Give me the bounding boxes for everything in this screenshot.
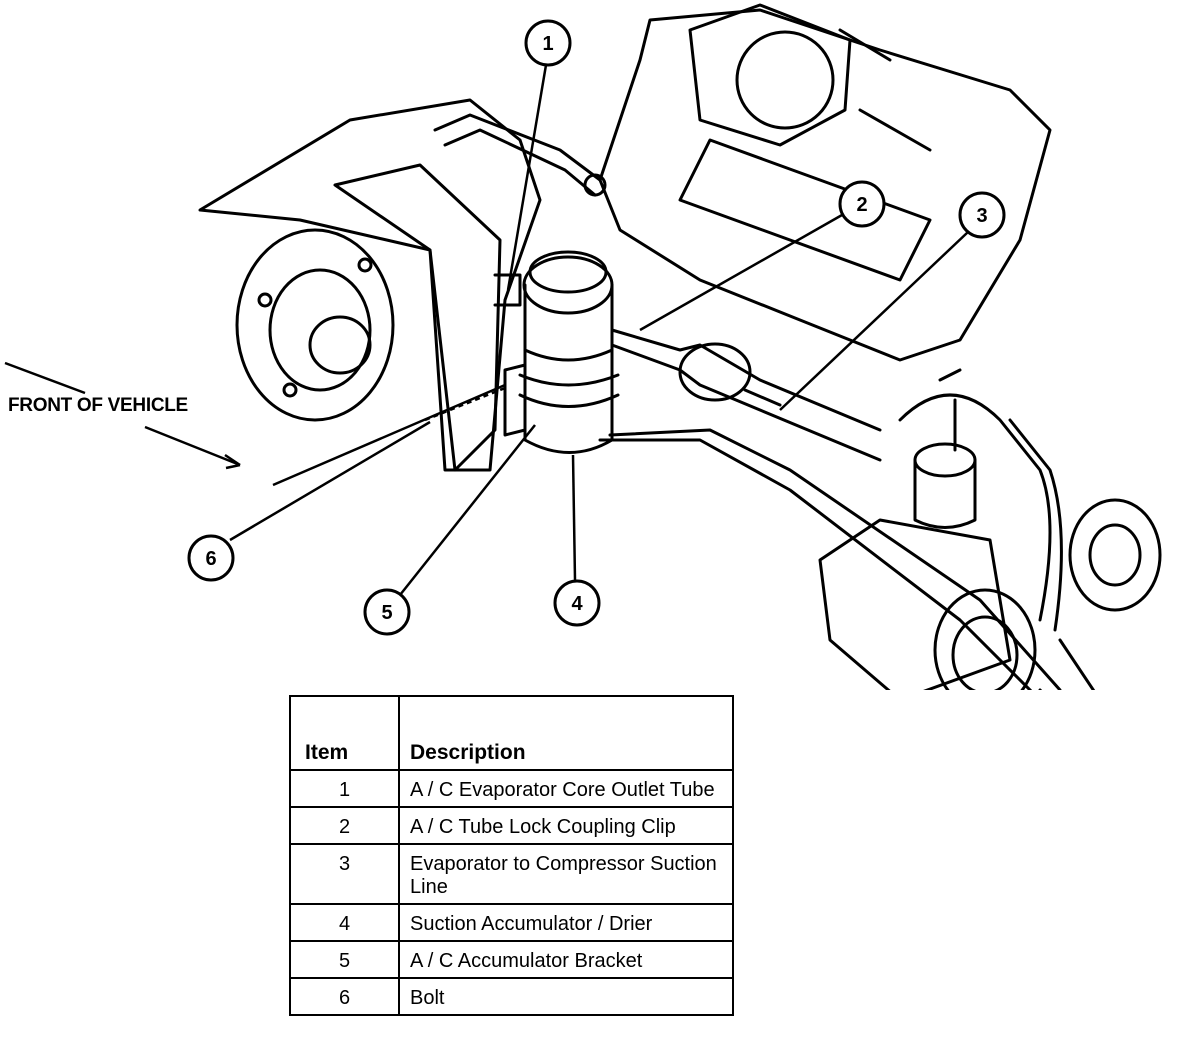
table-row: 1 A / C Evaporator Core Outlet Tube xyxy=(289,769,734,808)
item-number: 2 xyxy=(289,806,400,845)
item-description: Suction Accumulator / Drier xyxy=(398,903,734,942)
table-row: 6 Bolt xyxy=(289,977,734,1016)
table-row: 4 Suction Accumulator / Drier xyxy=(289,903,734,942)
callout-label-2: 2 xyxy=(856,194,867,216)
leader-2 xyxy=(639,213,843,332)
callout-circle-5 xyxy=(363,588,411,636)
front-of-vehicle-label: FRONT OF VEHICLE xyxy=(8,395,188,416)
leader-5 xyxy=(399,424,536,596)
callout-circle-4 xyxy=(553,579,601,627)
engine-block xyxy=(598,8,1052,362)
engine-diagram: 1 2 3 4 5 6 xyxy=(4,3,1162,690)
item-description: Bolt xyxy=(398,977,734,1016)
table-row: 2 A / C Tube Lock Coupling Clip xyxy=(289,806,734,845)
item-number: 1 xyxy=(289,769,400,808)
air-cleaner xyxy=(688,3,852,147)
heater-box xyxy=(333,163,502,472)
item-number: 6 xyxy=(289,977,400,1016)
item-description: A / C Evaporator Core Outlet Tube xyxy=(398,769,734,808)
callout-label-3: 3 xyxy=(976,205,987,227)
callout-circle-3 xyxy=(958,191,1006,239)
table-row: 5 A / C Accumulator Bracket xyxy=(289,940,734,979)
item-header: Item xyxy=(289,695,400,771)
item-description: A / C Accumulator Bracket xyxy=(398,940,734,979)
item-description: Evaporator to Compressor Suction Line xyxy=(398,843,734,905)
suction-accumulator xyxy=(518,250,620,454)
callout-circle-1 xyxy=(524,19,572,67)
callout-circle-2 xyxy=(838,180,886,228)
leader-1 xyxy=(506,64,548,291)
description-header: Description xyxy=(398,695,734,771)
callout-label-5: 5 xyxy=(381,602,392,624)
callout-label-6: 6 xyxy=(205,548,216,570)
item-number: 3 xyxy=(289,843,400,905)
callout-label-4: 4 xyxy=(571,593,583,615)
leader-4 xyxy=(571,454,577,581)
callouts xyxy=(187,19,1006,636)
leader-3 xyxy=(779,231,969,411)
transmission-housing xyxy=(198,98,542,472)
callout-circle-6 xyxy=(187,534,235,582)
bell-housing xyxy=(235,228,395,422)
ac-compressor xyxy=(818,498,1162,690)
callout-label-1: 1 xyxy=(542,33,553,55)
manifold xyxy=(678,138,932,282)
legend-table: Item Description 1 A / C Evaporator Core… xyxy=(289,695,734,1016)
table-row: 3 Evaporator to Compressor Suction Line xyxy=(289,843,734,905)
front-arrow xyxy=(4,361,241,467)
air-intake-cylinder xyxy=(735,30,835,130)
leader-6 xyxy=(229,420,431,542)
item-description: A / C Tube Lock Coupling Clip xyxy=(398,806,734,845)
accumulator-bracket xyxy=(503,363,527,437)
legend-header-row: Item Description xyxy=(289,695,734,771)
item-number: 5 xyxy=(289,940,400,979)
item-number: 4 xyxy=(289,903,400,942)
